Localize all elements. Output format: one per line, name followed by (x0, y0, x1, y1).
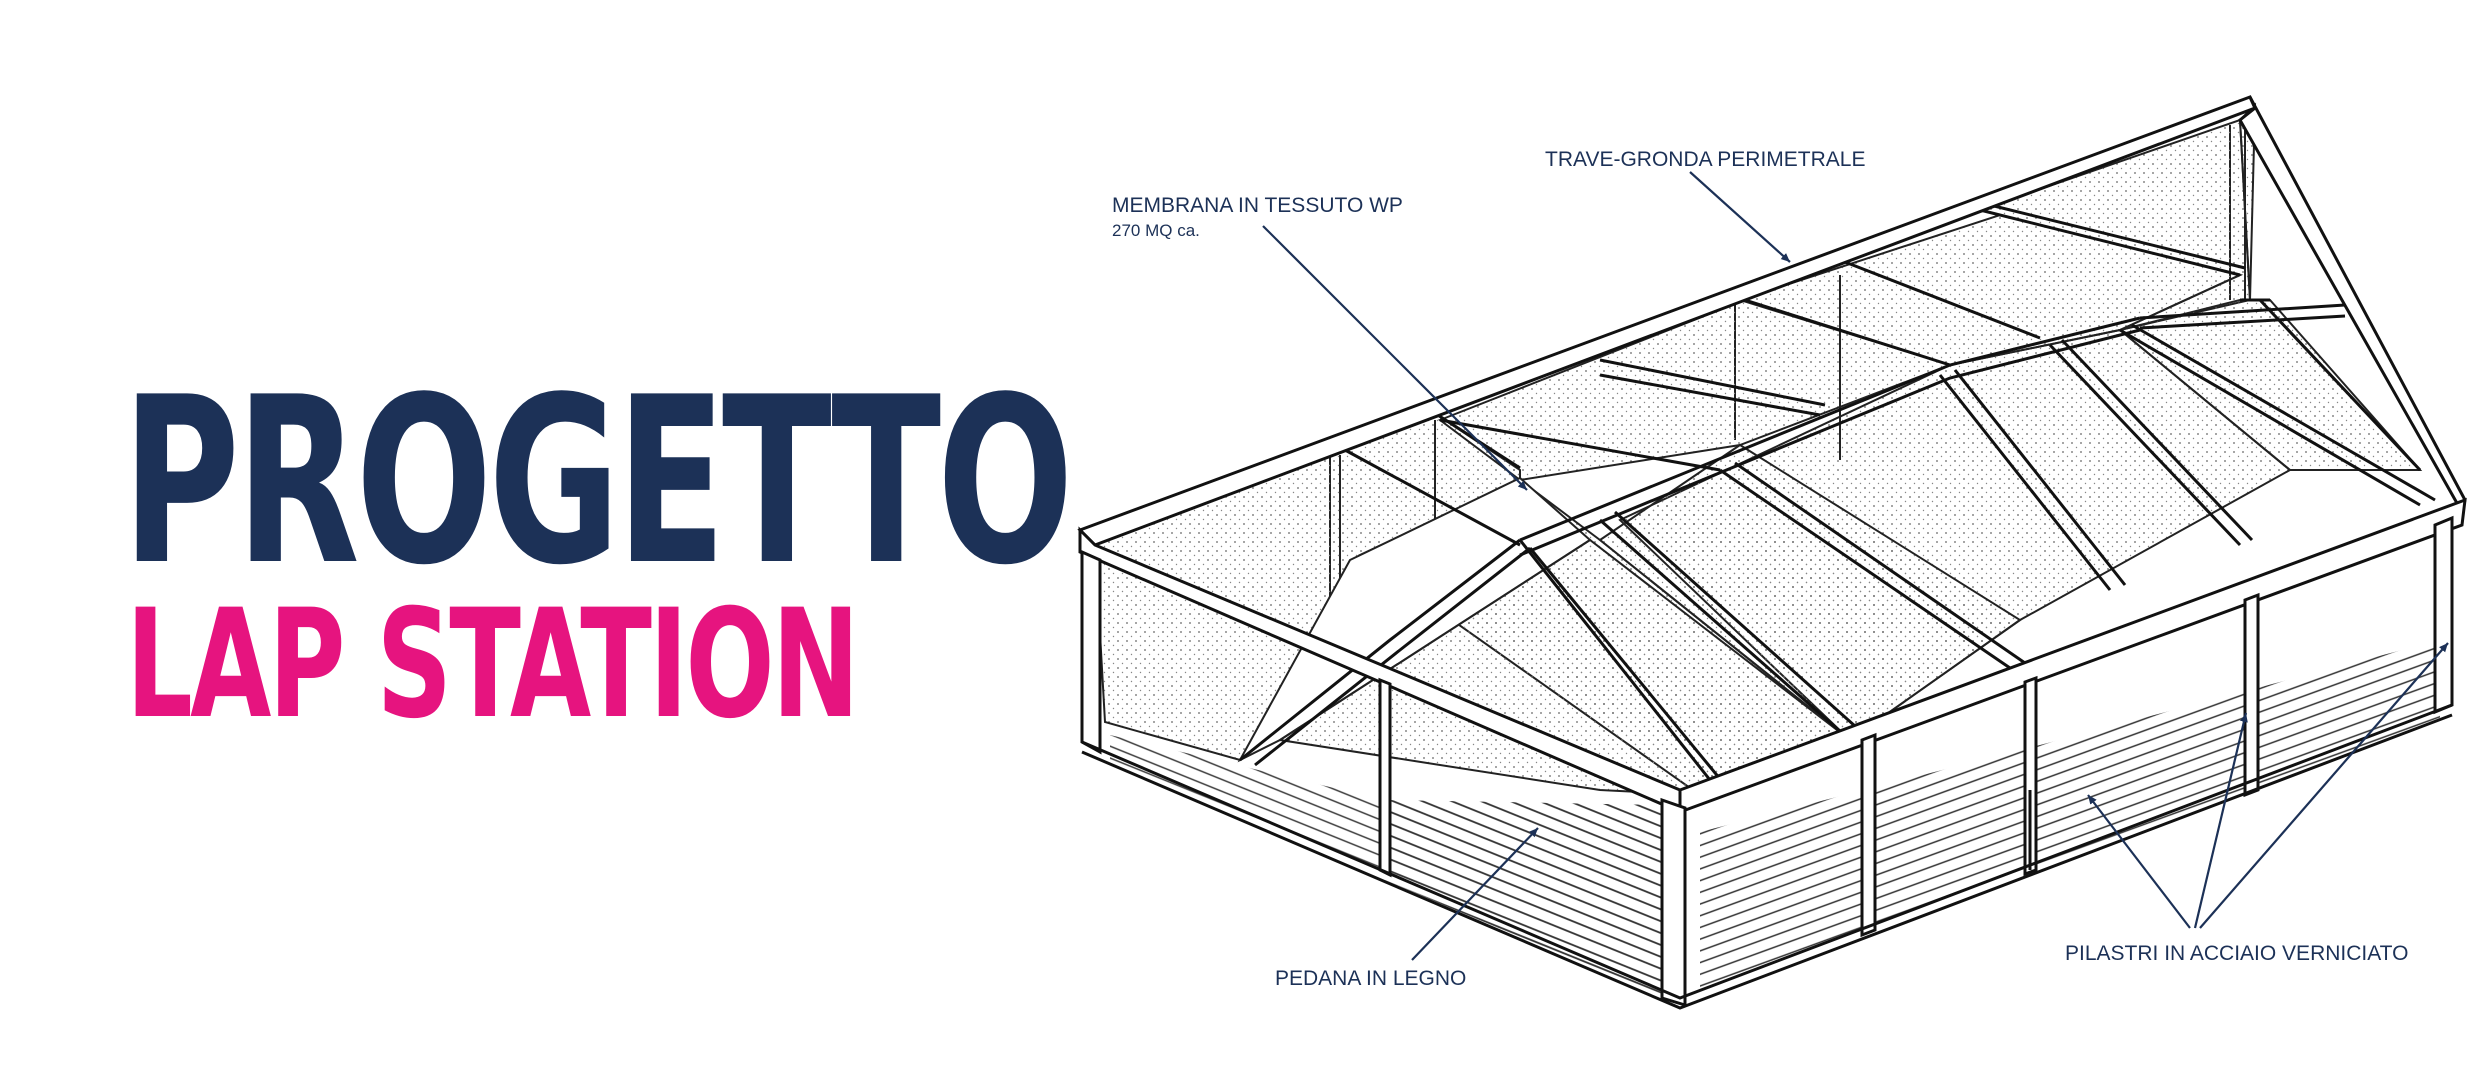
label-membrane: MEMBRANA IN TESSUTO WP (1112, 194, 1403, 217)
platform-outline (1081, 690, 2453, 1010)
title-block: PROGETTO LAP STATION (122, 349, 1476, 752)
label-platform: PEDANA IN LEGNO (1275, 967, 1466, 990)
roof-beams (1239, 203, 2436, 786)
title-main: PROGETTO (122, 349, 1074, 616)
label-membrane-area: 270 MQ ca. (1112, 221, 1200, 240)
label-beam: TRAVE-GRONDA PERIMETRALE (1545, 148, 1866, 171)
leader-lines (1262, 171, 2449, 961)
label-pillars: PILASTRI IN ACCIAIO VERNICIATO (2065, 942, 2408, 965)
title-sub: LAP STATION (126, 578, 860, 752)
